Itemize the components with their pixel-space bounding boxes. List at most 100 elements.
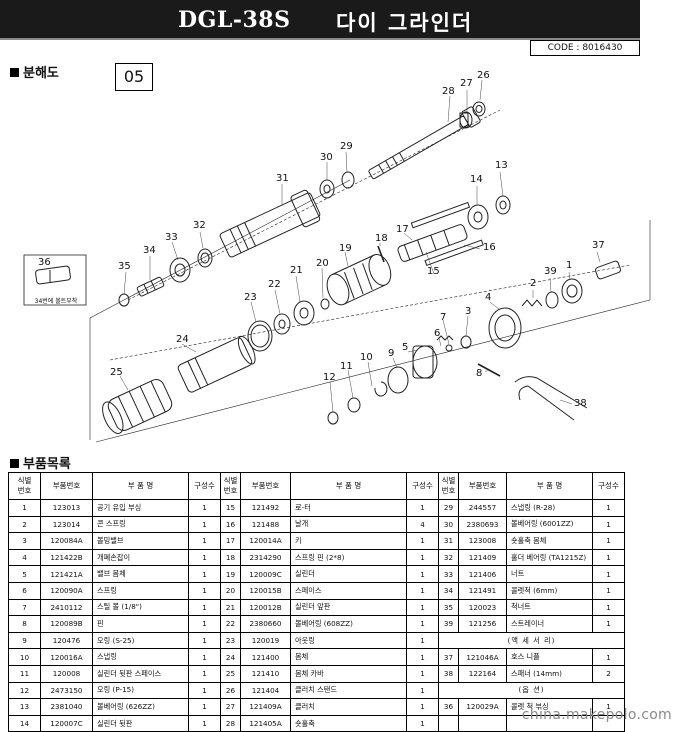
part-no-cell: 121405A (240, 714, 291, 732)
part-no-cell: 123013 (40, 499, 93, 517)
header-part-no: 부품번호 (458, 472, 507, 500)
callout-19: 19 (339, 243, 352, 254)
callout-15: 15 (427, 266, 440, 277)
part-name-cell: 클러치 (290, 698, 407, 716)
item-no-cell: 24 (220, 648, 241, 666)
part-name-cell: 실린더 앞판 (290, 598, 407, 617)
qty-cell: 1 (406, 698, 439, 716)
callout-25: 25 (110, 367, 123, 378)
qty-cell: 1 (188, 515, 221, 534)
part-name-cell: 스냅링 (92, 648, 189, 666)
part-no-cell: 121409 (458, 548, 507, 567)
part-no-cell: 120029A (458, 698, 507, 716)
exploded-view-heading: 분해도 (10, 62, 59, 81)
part-no-cell: 121492 (240, 499, 291, 517)
part-name-cell: 척너트 (506, 598, 593, 617)
part-no-cell: 123008 (458, 532, 507, 550)
callout-20: 20 (316, 258, 329, 269)
qty-cell: 1 (188, 598, 221, 617)
callout-32: 32 (193, 220, 206, 231)
part-no-cell: 120014A (240, 532, 291, 550)
callout-10: 10 (360, 352, 373, 363)
title-bar: DGL-38S 다이 그라인더 (0, 0, 640, 40)
callout-11: 11 (340, 361, 353, 372)
item-no-cell: 4 (8, 548, 41, 567)
qty-cell: 1 (188, 548, 221, 567)
item-no-cell: 15 (220, 499, 241, 517)
qty-cell: 1 (592, 548, 625, 567)
part-name-cell: 몸체 카바 (290, 664, 407, 683)
part-name-cell: 오링 (P-15) (92, 681, 189, 700)
header-part-name: 부 품 명 (92, 472, 189, 500)
item-no-cell: 7 (8, 598, 41, 617)
callout-27: 27 (460, 78, 473, 89)
qty-cell: 1 (188, 698, 221, 716)
part-no-cell: 121404 (240, 681, 291, 700)
part-no-cell: 120016A (40, 648, 93, 666)
part-no-cell: 2380693 (458, 515, 507, 534)
qty-cell: 1 (406, 565, 439, 583)
part-name-cell: 날개 (290, 515, 407, 534)
qty-cell: 1 (406, 631, 439, 650)
part-no-cell: 2473150 (40, 681, 93, 700)
part-name-cell: 스트레이너 (506, 615, 593, 633)
item-no-cell: 38 (438, 664, 459, 683)
inset-caption: 34번에 볼트부착 (34, 298, 78, 305)
part-no-cell: 2381040 (40, 698, 93, 716)
qty-cell: 1 (406, 615, 439, 633)
part-no-cell: 120008 (40, 664, 93, 683)
qty-cell: 1 (406, 598, 439, 617)
part-no-cell: 120476 (40, 631, 93, 650)
item-no-cell: 39 (438, 615, 459, 633)
part-name-cell: 실린더 (290, 565, 407, 583)
header-part-no: 부품번호 (240, 472, 291, 500)
qty-cell: 1 (406, 581, 439, 600)
callout-38: 38 (574, 398, 587, 409)
item-no-cell: 16 (220, 515, 241, 534)
part-name-cell: 볼베어링 (6001ZZ) (506, 515, 593, 534)
section-label-cell: (액 세 서 리) (438, 631, 625, 650)
part-name-cell: 아웃링 (290, 631, 407, 650)
item-no-cell: 36 (438, 698, 459, 716)
item-no-cell: 17 (220, 532, 241, 550)
item-no-cell: 23 (220, 631, 241, 650)
qty-cell: 1 (188, 499, 221, 517)
exploded-view-title: 분해도 (23, 66, 59, 81)
callout-35: 35 (118, 261, 131, 272)
header-qty: 구성수 (406, 472, 439, 500)
section-label-cell: (옵 션) (438, 681, 625, 700)
item-no-cell: 29 (438, 499, 459, 517)
item-no-cell (438, 714, 459, 732)
part-name-cell: 콜렛척 (6mm) (506, 581, 593, 600)
item-no-cell: 32 (438, 548, 459, 567)
item-no-cell: 25 (220, 664, 241, 683)
part-no-cell: 122164 (458, 664, 507, 683)
qty-cell: 1 (188, 581, 221, 600)
callout-14: 14 (470, 174, 483, 185)
item-no-cell: 11 (8, 664, 41, 683)
callout-8: 8 (476, 368, 483, 379)
part-no-cell: 120023 (458, 598, 507, 617)
qty-cell: 1 (592, 499, 625, 517)
part-no-cell: 121410 (240, 664, 291, 683)
qty-cell: 1 (406, 548, 439, 567)
part-name-cell: 로-터 (290, 499, 407, 517)
part-name-cell: 볼베어링 (608ZZ) (290, 615, 407, 633)
qty-cell: 1 (592, 615, 625, 633)
item-no-cell: 27 (220, 698, 241, 716)
qty-cell: 1 (592, 565, 625, 583)
item-no-cell: 35 (438, 598, 459, 617)
inset-callout-36: 36 (38, 257, 51, 268)
parts-list-heading: 부품목록 (10, 453, 71, 472)
item-no-cell: 26 (220, 681, 241, 700)
part-no-cell: 121406 (458, 565, 507, 583)
callout-6: 6 (434, 328, 441, 339)
part-no-cell: 244557 (458, 499, 507, 517)
part-name-cell: 실린더 뒷판 스페이스 (92, 664, 189, 683)
callout-33: 33 (165, 232, 178, 243)
